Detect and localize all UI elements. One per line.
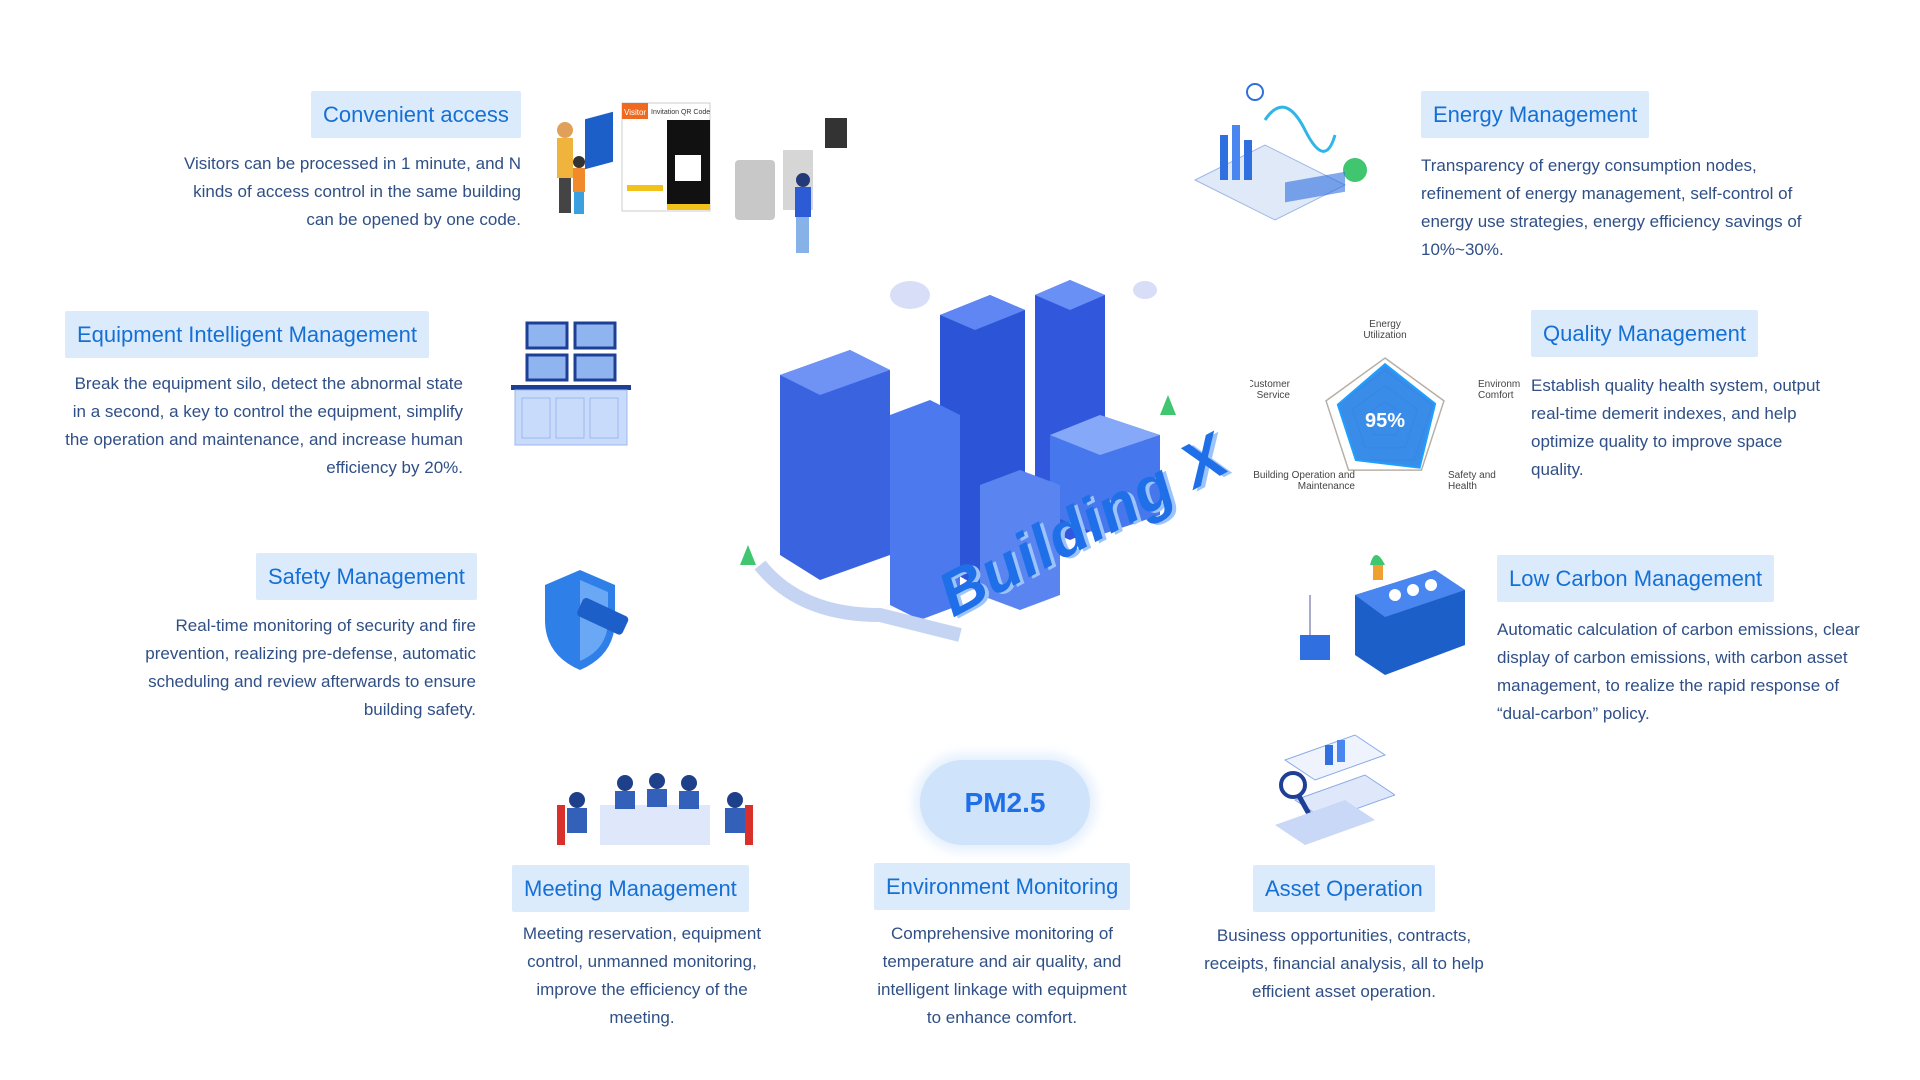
- desc-line: Meeting reservation, equipment: [522, 924, 762, 943]
- desc-line: energy use strategies, energy efficiency…: [1421, 212, 1802, 231]
- environment-monitoring-title: Environment Monitoring: [874, 863, 1131, 910]
- radar-axis-label: Maintenance: [1298, 481, 1356, 492]
- access-illustration: Visitor Invitation QR Code: [545, 100, 855, 265]
- desc-line: receipts, financial analysis, all to hel…: [1204, 954, 1484, 973]
- desc-line: meeting.: [609, 1008, 675, 1027]
- desc-line: temperature and air quality, and: [882, 952, 1122, 971]
- asset-analysis-illustration: [1265, 730, 1397, 860]
- radar-grid-ring: [1325, 357, 1445, 471]
- meeting-illustration: [555, 765, 755, 860]
- convenient-access-title: Convenient access: [311, 91, 521, 138]
- smart-building-city-illustration: [740, 235, 1240, 720]
- energy-dashboard-illustration: [1185, 80, 1395, 245]
- desc-line: to enhance comfort.: [926, 1008, 1078, 1027]
- low-carbon-management-description: Automatic calculation of carbon emission…: [1497, 616, 1917, 728]
- desc-line: efficient asset operation.: [1252, 982, 1436, 1001]
- energy-management-description: Transparency of energy consumption nodes…: [1421, 152, 1841, 264]
- desc-line: Break the equipment silo, detect the abn…: [74, 374, 463, 393]
- desc-line: Transparency of energy consumption nodes…: [1421, 156, 1757, 175]
- asset-operation-title: Asset Operation: [1253, 865, 1435, 912]
- equipment-management-title: Equipment Intelligent Management: [65, 311, 429, 358]
- desc-line: Real-time monitoring of security and fir…: [175, 616, 476, 635]
- radar-axis-label: Utilization: [1363, 330, 1406, 341]
- environment-monitoring-description: Comprehensive monitoring of temperature …: [852, 920, 1152, 1032]
- safety-management-title: Safety Management: [256, 553, 477, 600]
- pm25-cloud-badge: PM2.5: [920, 760, 1090, 845]
- desc-line: Establish quality health system, output: [1531, 376, 1821, 395]
- desc-line: refinement of energy management, self-co…: [1421, 184, 1793, 203]
- radar-axis-label: Health: [1448, 481, 1477, 492]
- radar-center-value: 95%: [1365, 410, 1405, 432]
- desc-line: Automatic calculation of carbon emission…: [1497, 620, 1860, 639]
- quality-radar-chart: 95% EnergyUtilizationEnvironmentalComfort…: [1247, 315, 1542, 510]
- radar-axis-label: Building Operation and: [1253, 470, 1355, 481]
- desc-line: efficiency by 20%.: [326, 458, 463, 477]
- desc-line: “dual-carbon” policy.: [1497, 704, 1650, 723]
- desc-line: in a second, a key to control the equipm…: [72, 402, 463, 421]
- desc-line: display of carbon emissions, with carbon…: [1497, 648, 1848, 667]
- desc-line: intelligent linkage with equipment: [877, 980, 1127, 999]
- security-shield-icon: [540, 565, 640, 680]
- radar-axis-label: Environmental: [1478, 379, 1520, 390]
- energy-management-title: Energy Management: [1421, 91, 1650, 138]
- desc-line: optimize quality to improve space: [1531, 432, 1783, 451]
- qr-tab: Invitation QR Code: [651, 109, 710, 116]
- radar-axis-label: Customer: [1250, 379, 1291, 390]
- desc-line: the operation and maintenance, and incre…: [65, 430, 463, 449]
- desc-line: kinds of access control in the same buil…: [193, 182, 521, 201]
- desc-line: quality.: [1531, 460, 1584, 479]
- quality-management-description: Establish quality health system, output …: [1531, 372, 1891, 484]
- desc-line: building safety.: [363, 700, 476, 719]
- desc-line: control, unmanned monitoring,: [527, 952, 757, 971]
- desc-line: Visitors can be processed in 1 minute, a…: [183, 154, 521, 173]
- visitor-tab: Visitor: [624, 108, 646, 117]
- desc-line: prevention, realizing pre-defense, autom…: [145, 644, 476, 663]
- desc-line: 10%~30%.: [1421, 240, 1504, 259]
- radar-axis-label: Energy: [1369, 319, 1401, 330]
- convenient-access-description: Visitors can be processed in 1 minute, a…: [101, 150, 521, 234]
- radar-axis-label: Service: [1257, 390, 1291, 401]
- low-carbon-management-title: Low Carbon Management: [1497, 555, 1775, 602]
- desc-line: Comprehensive monitoring of: [890, 924, 1114, 943]
- low-carbon-factory-illustration: [1285, 535, 1475, 690]
- desc-line: can be opened by one code.: [306, 210, 521, 229]
- desc-line: improve the efficiency of the: [536, 980, 748, 999]
- radar-axis-label: Safety and: [1448, 470, 1496, 481]
- equipment-management-description: Break the equipment silo, detect the abn…: [23, 370, 463, 482]
- desc-line: Business opportunities, contracts,: [1216, 926, 1472, 945]
- meeting-management-description: Meeting reservation, equipment control, …: [492, 920, 792, 1032]
- asset-operation-description: Business opportunities, contracts, recei…: [1194, 922, 1494, 1006]
- desc-line: real-time demerit indexes, and help: [1531, 404, 1797, 423]
- desc-line: scheduling and review afterwards to ensu…: [148, 672, 476, 691]
- radar-axis-label: Comfort: [1478, 390, 1514, 401]
- safety-management-description: Real-time monitoring of security and fir…: [76, 612, 476, 724]
- monitor-console-icon: [505, 320, 635, 455]
- meeting-management-title: Meeting Management: [512, 865, 749, 912]
- quality-management-title: Quality Management: [1531, 310, 1758, 357]
- desc-line: management, to realize the rapid respons…: [1497, 676, 1840, 695]
- radar-value-area: [1336, 362, 1437, 469]
